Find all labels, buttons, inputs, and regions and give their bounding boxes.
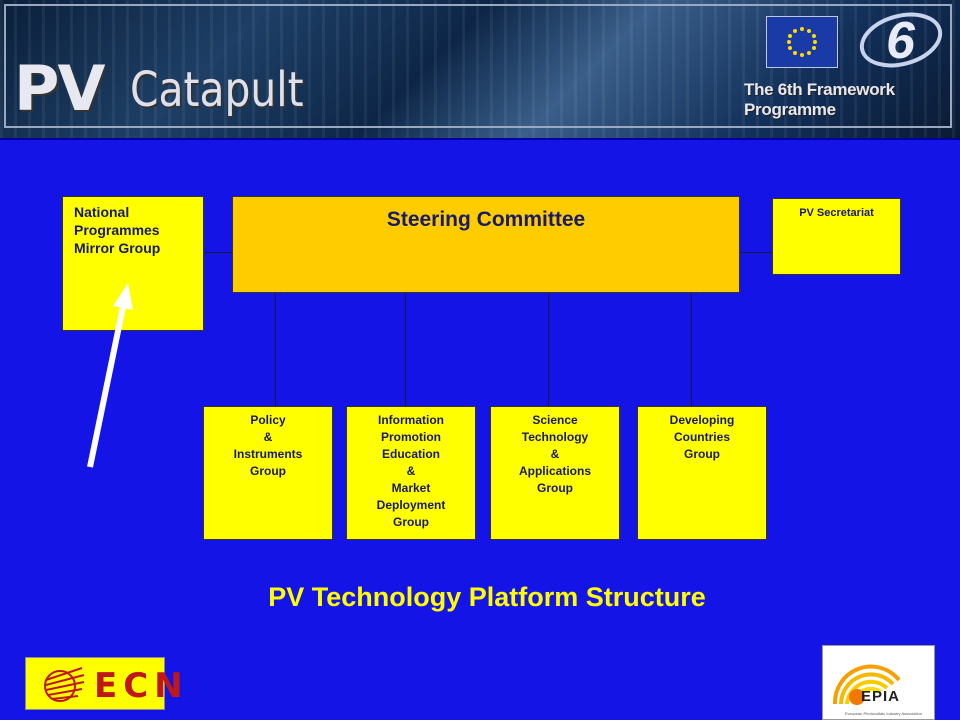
catapult-logo-text: Catapult [130,62,304,118]
fp6-number: 6 [886,12,916,70]
eu-flag-icon [766,16,838,68]
connector-policy [275,293,276,406]
pv-secretariat-box: PV Secretariat [772,198,901,275]
information-group-box: Information Promotion Education & Market… [346,406,476,540]
ecn-sun-icon [44,667,85,702]
steering-committee-box: Steering Committee [232,196,740,293]
connector-information [405,293,406,406]
banner-frame [4,4,952,128]
connector-developing [691,293,692,406]
epia-logo: EPIA European Photovoltaic Industry Asso… [822,645,935,720]
epia-logo-text: EPIA [861,688,901,705]
banner-divider [0,138,960,140]
developing-countries-group-box: Developing Countries Group [637,406,767,540]
platform-structure-title: PV Technology Platform Structure [268,582,706,612]
science-group-box: Science Technology & Applications Group [490,406,620,540]
ecn-logo-text: ECN [94,666,189,706]
connector-steering-secretariat [740,252,772,253]
epia-sun-arcs-icon [832,664,901,705]
ecn-logo: ECN [25,657,183,710]
pv-logo-text: PV [14,52,105,125]
connector-national-steering [204,252,232,253]
framework-programme-text: The 6th Framework Programme [744,80,895,119]
fp6-logo-icon: 6 [856,6,946,72]
policy-group-box: Policy & Instruments Group [203,406,333,540]
connector-science [548,293,549,406]
header-banner: PV Catapult 6 The 6th Framework Programm… [0,0,960,138]
national-programmes-box: National Programmes Mirror Group [62,196,204,331]
epia-subtitle: European Photovoltaic Industry Associati… [845,711,922,716]
